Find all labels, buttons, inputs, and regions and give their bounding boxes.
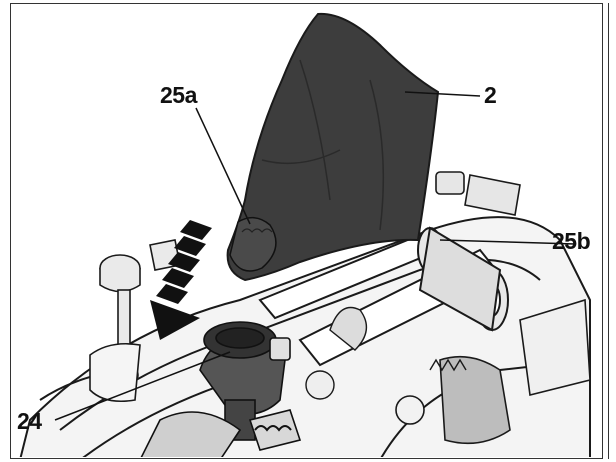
- callout-25a: 25a: [160, 82, 197, 108]
- height-adjust-knob: [89, 239, 181, 403]
- right-mechanism: [395, 171, 591, 445]
- insert-direction-arrow-icon: [150, 220, 212, 340]
- page-edge-line: [608, 3, 612, 459]
- callout-lines: [54, 91, 576, 421]
- callout-24: 24: [17, 408, 42, 434]
- grass-bag: [226, 12, 440, 282]
- gear-detail: [305, 306, 467, 400]
- callout-2: 2: [484, 82, 497, 108]
- callout-25b: 25b: [552, 228, 591, 254]
